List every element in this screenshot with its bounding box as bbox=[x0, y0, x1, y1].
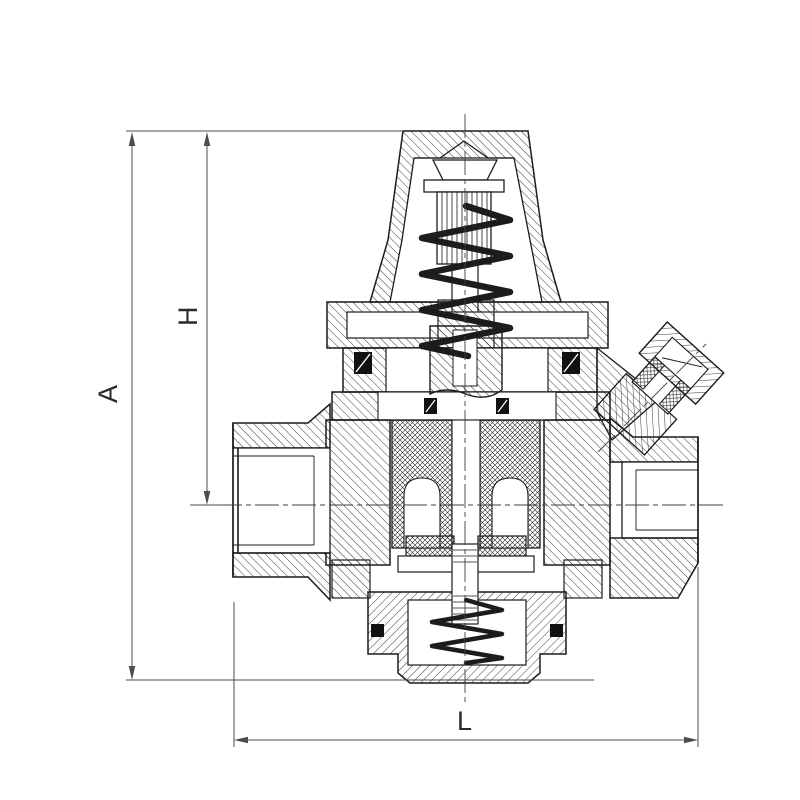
dimension-labels: A H L bbox=[93, 307, 472, 737]
dim-label-h: H bbox=[173, 307, 203, 327]
plug-face-line bbox=[661, 357, 703, 368]
arrow-a-top bbox=[128, 132, 136, 146]
seat-disc-right bbox=[477, 535, 527, 557]
valve-body-group bbox=[232, 130, 725, 684]
screw-washer bbox=[423, 179, 505, 193]
outlet-threads bbox=[635, 469, 698, 531]
outlet-flange-bottom bbox=[609, 537, 699, 599]
piston-seals bbox=[424, 398, 509, 414]
arrow-h-bottom bbox=[203, 491, 211, 505]
bottom-seal-right bbox=[550, 624, 563, 637]
inlet-flange-top bbox=[232, 402, 331, 449]
body-skirt-right bbox=[563, 559, 603, 599]
cartridge-stem-channel bbox=[451, 419, 481, 549]
gauge-port-plug bbox=[593, 321, 725, 456]
inlet-flange-bottom bbox=[232, 552, 331, 602]
bottom-seal-left bbox=[371, 624, 384, 637]
arrow-h-top bbox=[203, 132, 211, 146]
cap-inner-peak bbox=[414, 140, 514, 159]
centerlines bbox=[218, 114, 724, 706]
inlet-port bbox=[232, 402, 331, 602]
inlet-face bbox=[232, 423, 239, 577]
dim-label-a: A bbox=[93, 385, 123, 403]
bottom-spring bbox=[429, 597, 505, 666]
gauge-port-centerline bbox=[597, 343, 707, 453]
main-spring bbox=[418, 202, 514, 360]
dimension-arrows bbox=[128, 132, 698, 744]
bottom-cap-seals bbox=[371, 624, 563, 637]
dimension-lines bbox=[126, 130, 699, 747]
arrow-l-left bbox=[234, 736, 248, 744]
strainer-window-left bbox=[403, 477, 441, 549]
inlet-bore bbox=[232, 447, 331, 554]
outlet-port bbox=[609, 416, 699, 599]
arrow-a-bottom bbox=[128, 666, 136, 680]
body-skirt-left bbox=[331, 559, 371, 599]
strainer-window-right bbox=[491, 477, 529, 549]
arrow-l-right bbox=[684, 736, 698, 744]
dim-label-l: L bbox=[457, 706, 472, 736]
outlet-bore bbox=[621, 461, 699, 539]
strainer-cartridge bbox=[391, 419, 541, 549]
inlet-threads bbox=[233, 455, 315, 546]
plug-hex-face bbox=[654, 336, 709, 390]
bonnet-orings bbox=[354, 352, 580, 374]
body-wall-left bbox=[325, 419, 391, 566]
seat-disc-left bbox=[405, 535, 455, 557]
body-wall-right bbox=[543, 419, 611, 566]
body-mid-cavity bbox=[377, 391, 557, 421]
